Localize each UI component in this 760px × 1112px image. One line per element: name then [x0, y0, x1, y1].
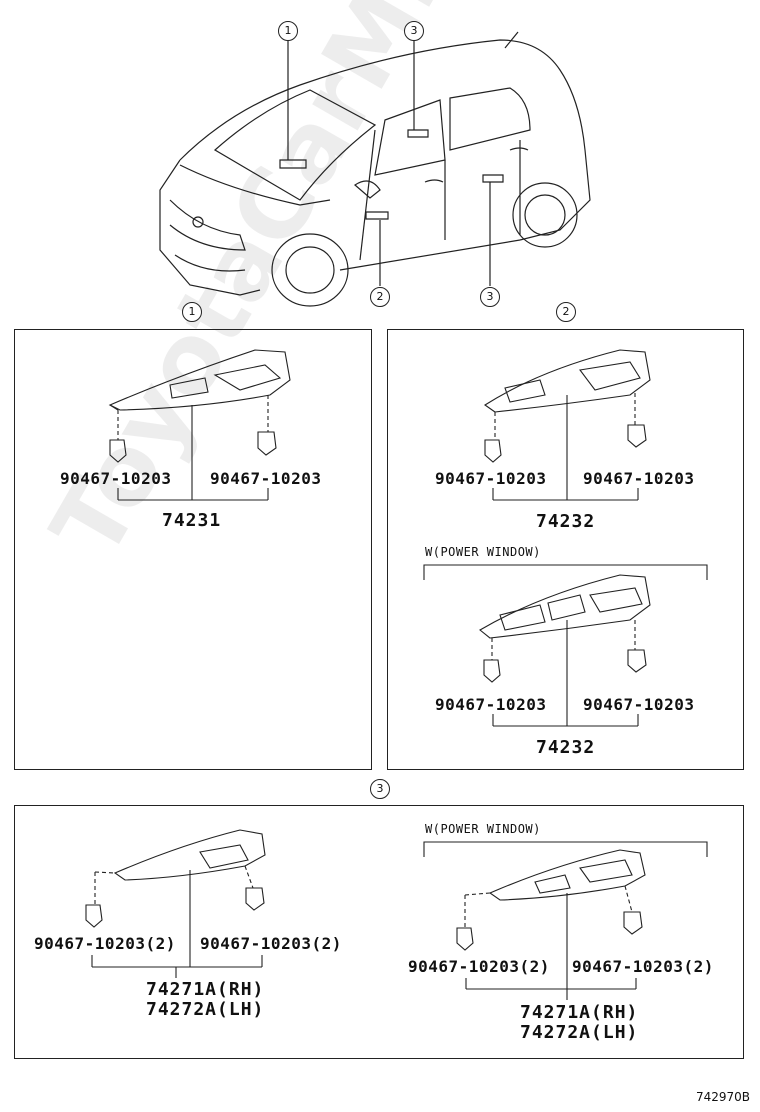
callout-1-top: 1: [278, 21, 298, 41]
section-3-left-clip-left: 90467-10203(2): [34, 934, 176, 953]
section-3-right-clip-right: 90467-10203(2): [572, 957, 714, 976]
section-2-label: 2: [556, 302, 576, 322]
section-3-right-clip-left: 90467-10203(2): [408, 957, 550, 976]
section-2-upper-clip-left: 90467-10203: [435, 469, 547, 488]
callout-3-car: 3: [480, 287, 500, 307]
section-3-left-assembly-rh: 74271A(RH): [146, 979, 265, 1000]
vehicle-overview-drawing: [0, 0, 760, 320]
section-1-box: [14, 329, 372, 770]
section-1-clip-left: 90467-10203: [60, 469, 172, 488]
section-3-label: 3: [370, 779, 390, 799]
section-2-lower-clip-left: 90467-10203: [435, 695, 547, 714]
section-3-box: [14, 805, 744, 1059]
section-2-box: [387, 329, 744, 770]
section-1-label: 1: [182, 302, 202, 322]
section-2-lower-assembly: 74232: [536, 737, 596, 758]
callout-3-top: 3: [404, 21, 424, 41]
section-2-power-window-note: W(POWER WINDOW): [425, 545, 541, 559]
section-2-lower-clip-right: 90467-10203: [583, 695, 695, 714]
diagram-code: 742970B: [695, 1090, 750, 1104]
section-2-upper-clip-right: 90467-10203: [583, 469, 695, 488]
section-3-right-assembly-lh: 74272A(LH): [520, 1022, 639, 1043]
section-3-power-window-note: W(POWER WINDOW): [425, 822, 541, 836]
section-1-assembly: 74231: [162, 510, 222, 531]
callout-2-car: 2: [370, 287, 390, 307]
section-2-upper-assembly: 74232: [536, 511, 596, 532]
section-3-right-assembly-rh: 74271A(RH): [520, 1002, 639, 1023]
section-3-left-clip-right: 90467-10203(2): [200, 934, 342, 953]
section-3-left-assembly-lh: 74272A(LH): [146, 999, 265, 1020]
section-1-clip-right: 90467-10203: [210, 469, 322, 488]
